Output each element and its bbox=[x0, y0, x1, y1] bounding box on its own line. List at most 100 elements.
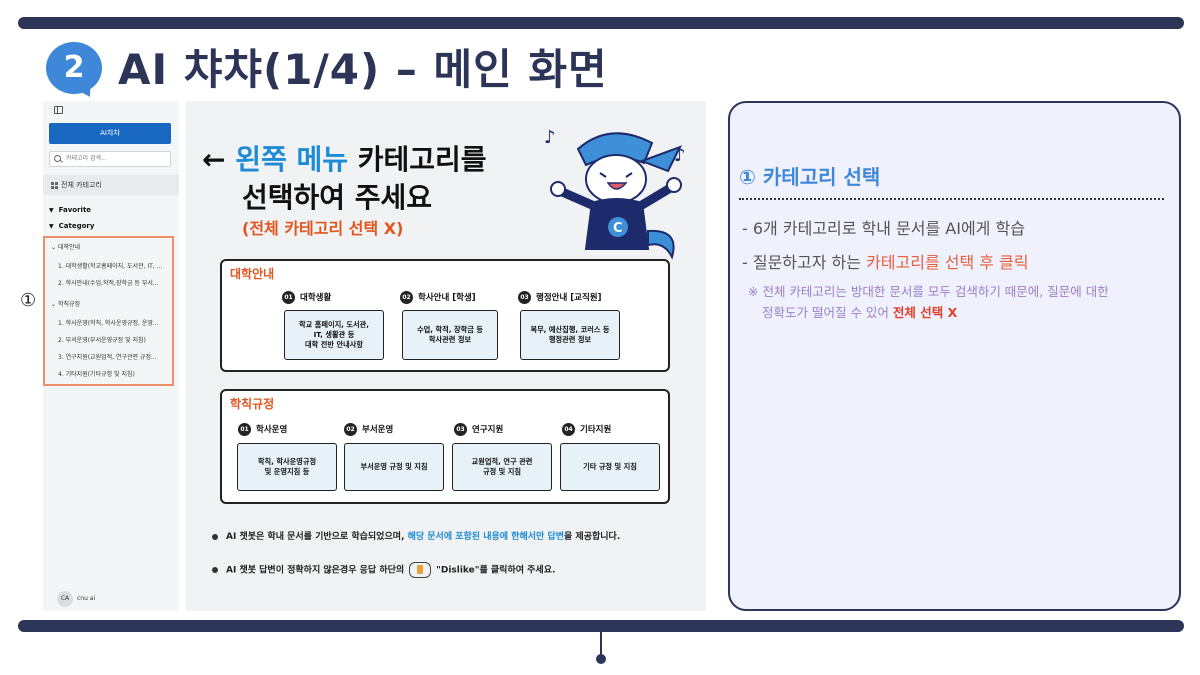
chevron-down-icon: ⌄ bbox=[51, 244, 58, 251]
sidebar-section-category[interactable]: ▼ Category bbox=[49, 222, 94, 230]
usage-note-2: AI 챗봇 답변이 정확하지 않은경우 응답 하단의 "Dislike"를 클릭하… bbox=[212, 562, 555, 578]
column-number: 03 bbox=[454, 423, 467, 436]
category-column-head: 04 기타지원 bbox=[562, 423, 611, 436]
new-chat-button[interactable]: AI챠챠 bbox=[49, 123, 171, 144]
category-column-desc: 기타 규정 및 지침 bbox=[560, 443, 660, 491]
dislike-icon bbox=[409, 562, 432, 578]
category-group-title: 학칙규정 bbox=[230, 397, 275, 411]
note-text: AI 챗봇은 학내 문서를 기반으로 학습되었으며, bbox=[226, 532, 408, 542]
column-number: 01 bbox=[238, 423, 251, 436]
category-group-hakchik: 학칙규정 01 학사운영 02 부서운영 03 연구지원 04 기타지원 학칙, 학사운… bbox=[220, 389, 670, 504]
column-number: 02 bbox=[344, 423, 357, 436]
sidebar: AI챠챠 카테고리 검색... 전체 카테고리 ▼Favorite ▼ Categ… bbox=[43, 101, 179, 611]
avatar: CA bbox=[57, 591, 73, 607]
heading-highlight: 왼쪽 메뉴 bbox=[235, 143, 349, 176]
group-label: 대학안내 bbox=[57, 244, 81, 251]
callout-marker: ① bbox=[20, 290, 37, 311]
bottom-pin-line bbox=[600, 630, 602, 658]
note-text: 을 제공합니다. bbox=[564, 532, 621, 542]
user-name: cnu ai bbox=[77, 595, 96, 602]
search-icon bbox=[54, 155, 61, 162]
category-column-desc: 복무, 예산집행, 코러스 등 행정관련 정보 bbox=[520, 310, 620, 360]
bullet-icon bbox=[212, 567, 218, 573]
caret-down-icon: ▼ bbox=[49, 207, 54, 214]
column-number: 04 bbox=[562, 423, 575, 436]
arrow-left-icon: ← bbox=[202, 143, 226, 176]
explanation-card: ① 카테고리 선택 - 6개 카테고리로 학내 문서를 AI에게 학습 - 질문… bbox=[728, 101, 1181, 611]
section-number-badge: 2 bbox=[46, 42, 102, 94]
page-title: AI 챠챠(1/4) – 메인 화면 bbox=[118, 45, 608, 94]
category-group-title: 대학안내 bbox=[230, 267, 275, 281]
chevron-down-icon: ⌄ bbox=[51, 301, 58, 308]
sidebar-item-daehak-1[interactable]: 1. 대학생활(학교홈페이지, 도서관, IT, ... bbox=[58, 263, 163, 270]
sidebar-item-daehak-2[interactable]: 2. 학사안내(수업,학적,장학금 등 부서... bbox=[58, 280, 159, 287]
note-highlight: 해당 문서에 포함된 내용에 한해서만 답변 bbox=[407, 532, 565, 542]
column-number: 03 bbox=[518, 291, 531, 304]
category-column-desc: 수업, 학적, 장학금 등 학사관련 정보 bbox=[402, 310, 498, 360]
column-title: 학사운영 bbox=[256, 425, 288, 435]
category-search-input[interactable]: 카테고리 검색... bbox=[49, 151, 171, 167]
usage-note-1: AI 챗봇은 학내 문서를 기반으로 학습되었으며, 해당 문서에 포함된 내용… bbox=[212, 529, 620, 542]
category-column-head: 01 대학생활 bbox=[282, 291, 331, 304]
category-column-head: 02 학사안내 [학생] bbox=[400, 291, 476, 304]
column-number: 01 bbox=[282, 291, 295, 304]
category-column-desc: 교원업적, 연구 관련 규정 및 지침 bbox=[452, 443, 552, 491]
sidebar-group-hakchik[interactable]: ⌄ 학칙규정 bbox=[51, 299, 80, 308]
heading-text: 카테고리를 bbox=[348, 143, 487, 176]
grid-icon bbox=[51, 182, 58, 189]
bottom-pin-dot bbox=[596, 654, 606, 664]
card-title: ① 카테고리 선택 bbox=[739, 165, 881, 189]
footnote-text: ※ 전체 카테고리는 방대한 문서를 모두 검색하기 때문에, 질문에 대한 bbox=[748, 284, 1109, 299]
caret-down-icon: ▼ bbox=[49, 223, 54, 230]
category-list-highlight: ⌄ 대학안내 1. 대학생활(학교홈페이지, 도서관, IT, ... 2. 학… bbox=[43, 236, 174, 386]
column-title: 행정안내 [교직원] bbox=[536, 293, 602, 303]
column-title: 기타지원 bbox=[580, 425, 612, 435]
sidebar-item-label: 전체 카테고리 bbox=[61, 181, 102, 189]
sidebar-item-hakchik-1[interactable]: 1. 학사운영(학칙, 학사운영규정, 운영... bbox=[58, 320, 159, 327]
top-divider-bar bbox=[18, 17, 1184, 29]
card-footnote: ※ 전체 카테고리는 방대한 문서를 모두 검색하기 때문에, 질문에 대한 정… bbox=[748, 281, 1178, 323]
guide-subheading: (전체 카테고리 선택 X) bbox=[242, 219, 404, 238]
bullet-text: - 질문하고자 하는 bbox=[742, 253, 867, 272]
column-title: 연구지원 bbox=[472, 425, 504, 435]
column-title: 부서운영 bbox=[362, 425, 394, 435]
sidebar-item-hakchik-4[interactable]: 4. 기타지원(기타규정 및 지침) bbox=[58, 371, 135, 378]
bottom-divider-bar bbox=[18, 620, 1184, 632]
svg-text:♪: ♪ bbox=[674, 145, 686, 166]
section-label: Category bbox=[58, 222, 95, 230]
group-label: 학칙규정 bbox=[57, 301, 81, 308]
category-column-head: 01 학사운영 bbox=[238, 423, 287, 436]
footnote-text: 정확도가 떨어질 수 있어 bbox=[762, 305, 893, 320]
heading-text-line-2: 선택하여 주세요 bbox=[242, 181, 433, 214]
search-placeholder: 카테고리 검색... bbox=[66, 155, 107, 162]
column-title: 학사안내 [학생] bbox=[418, 293, 476, 303]
note-text: AI 챗봇 답변이 정확하지 않은경우 응답 하단의 bbox=[226, 565, 405, 576]
card-bullet-2: - 질문하고자 하는 카테고리를 선택 후 클릭 bbox=[742, 249, 1029, 273]
user-profile[interactable]: CA cnu ai bbox=[57, 591, 95, 607]
category-group-daehak: 대학안내 01 대학생활 02 학사안내 [학생] 03 행정안내 [교직원] 학교 … bbox=[220, 259, 670, 372]
footnote-line-2: 정확도가 떨어질 수 있어 전체 선택 X bbox=[748, 302, 1178, 323]
card-bullet-1: - 6개 카테고리로 학내 문서를 AI에게 학습 bbox=[742, 219, 1025, 238]
category-column-desc: 학교 홈페이지, 도서관, IT, 생활관 등 대학 전반 안내사항 bbox=[284, 310, 384, 360]
sidebar-group-daehak[interactable]: ⌄ 대학안내 bbox=[51, 242, 80, 251]
dotted-divider bbox=[739, 198, 1164, 200]
category-column-head: 03 연구지원 bbox=[454, 423, 503, 436]
note-text: "Dislike"를 클릭하여 주세요. bbox=[436, 565, 556, 576]
svg-text:♪: ♪ bbox=[544, 127, 556, 148]
category-column-desc: 학칙, 학사운영규정 및 운영지침 등 bbox=[237, 443, 337, 491]
category-guide-image: ← 왼쪽 메뉴 카테고리를 선택하여 주세요 (전체 카테고리 선택 X) ♪ … bbox=[186, 101, 706, 611]
column-title: 대학생활 bbox=[300, 293, 332, 303]
bullet-icon bbox=[212, 533, 218, 540]
category-column-head: 02 부서운영 bbox=[344, 423, 393, 436]
sidebar-section-favorite[interactable]: ▼Favorite bbox=[49, 206, 91, 214]
column-number: 02 bbox=[400, 291, 413, 304]
sidebar-item-hakchik-2[interactable]: 2. 부서운영(부서운영규정 및 지침) bbox=[58, 337, 146, 344]
sidebar-toggle-icon[interactable] bbox=[54, 106, 63, 114]
mascot-letter: C bbox=[613, 221, 623, 236]
guide-heading: ← 왼쪽 메뉴 카테고리를 선택하여 주세요 bbox=[202, 141, 487, 217]
sidebar-item-hakchik-3[interactable]: 3. 연구지원(교원업적, 연구관련 규정... bbox=[58, 354, 157, 361]
category-column-head: 03 행정안내 [교직원] bbox=[518, 291, 601, 304]
footnote-highlight: 전체 선택 X bbox=[892, 305, 958, 320]
sidebar-item-all-categories[interactable]: 전체 카테고리 bbox=[43, 175, 179, 195]
bullet-highlight: 카테고리를 선택 후 클릭 bbox=[866, 253, 1029, 272]
